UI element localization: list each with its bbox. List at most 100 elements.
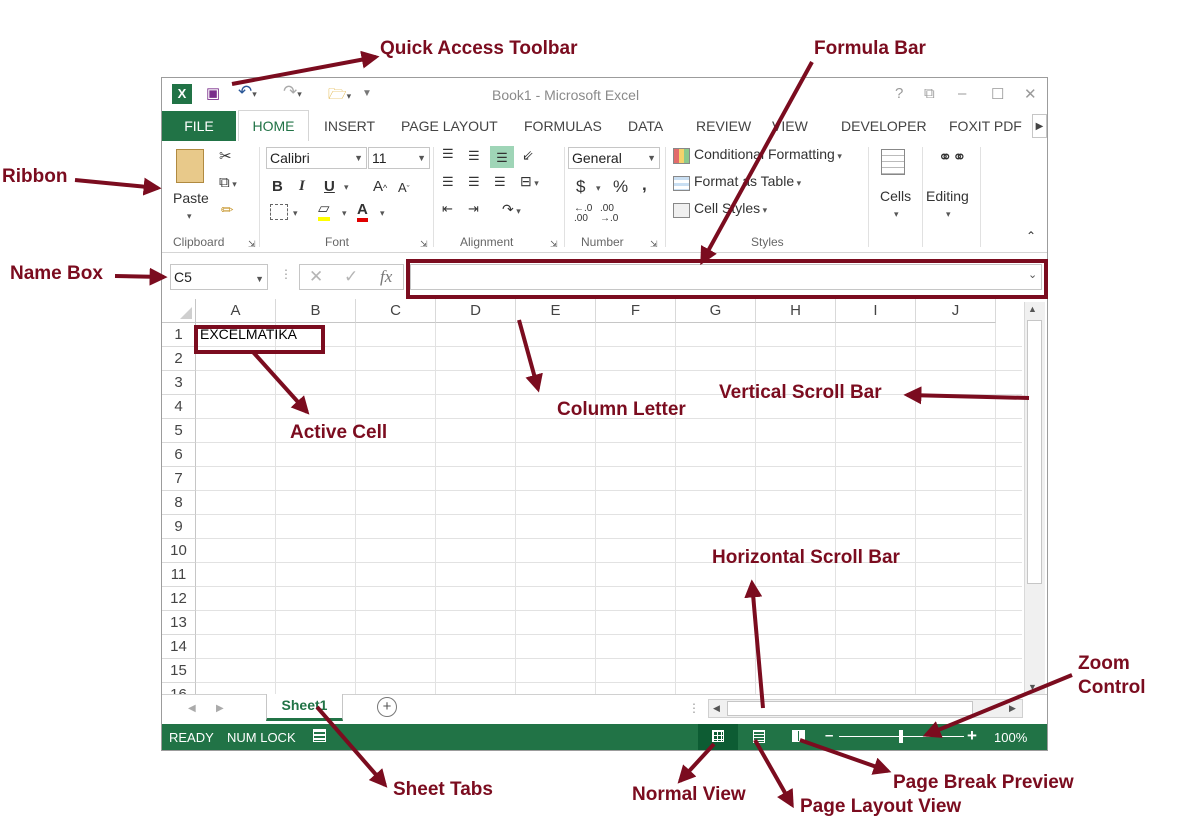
open-folder-icon[interactable]: 🗁▾ [328, 86, 352, 103]
row-header[interactable]: 4 [162, 395, 196, 419]
vertical-scrollbar[interactable]: ▲ ▼ [1024, 302, 1045, 694]
bottom-align-icon[interactable]: ☰ [490, 146, 514, 168]
row-header[interactable]: 8 [162, 491, 196, 515]
cells-icon[interactable] [881, 149, 905, 175]
column-header[interactable]: H [756, 299, 836, 323]
merge-center-icon[interactable]: ⊟ ▾ [520, 173, 539, 189]
tabs-scroll-right-icon[interactable]: ▶ [1032, 114, 1047, 138]
tab-home[interactable]: HOME [238, 110, 309, 141]
row-header[interactable]: 3 [162, 371, 196, 395]
binoculars-icon[interactable]: ⚭⚭ [938, 148, 967, 167]
conditional-formatting-icon[interactable] [673, 148, 690, 164]
row-header[interactable]: 10 [162, 539, 196, 563]
row-header[interactable]: 1 [162, 323, 196, 347]
scroll-up-arrow-icon[interactable]: ▲ [1028, 304, 1037, 314]
column-header[interactable]: D [436, 299, 516, 323]
tab-file[interactable]: FILE [162, 111, 236, 141]
middle-align-icon[interactable]: ☰ [468, 148, 480, 163]
tab-data[interactable]: DATA [628, 118, 664, 134]
ribbon-display-icon[interactable]: ⧉ [924, 85, 935, 102]
save-icon[interactable]: ▣ [206, 85, 221, 102]
scroll-right-arrow-icon[interactable]: ▶ [1009, 703, 1016, 713]
decrease-indent-icon[interactable]: ⇤ [442, 201, 453, 216]
customize-qat-icon[interactable]: ▼ [362, 88, 372, 99]
column-header[interactable]: F [596, 299, 676, 323]
tab-insert[interactable]: INSERT [324, 118, 376, 134]
macro-record-icon[interactable] [313, 729, 326, 742]
insert-function-icon[interactable]: fx [380, 267, 393, 286]
paste-button[interactable]: Paste [173, 190, 209, 206]
align-right-icon[interactable]: ☰ [494, 174, 506, 189]
vertical-scroll-thumb[interactable] [1027, 320, 1042, 584]
enter-icon[interactable]: ✓ [344, 267, 359, 286]
shrink-font-icon[interactable]: Aˇ [398, 180, 410, 195]
underline-button[interactable]: U [324, 178, 335, 195]
row-header[interactable]: 9 [162, 515, 196, 539]
percent-button[interactable]: % [613, 177, 629, 196]
column-header[interactable]: J [916, 299, 996, 323]
add-sheet-icon[interactable]: + [377, 697, 397, 717]
column-header[interactable]: G [676, 299, 756, 323]
maximize-icon[interactable]: ☐ [991, 86, 1005, 103]
increase-decimal-icon[interactable]: ←.0.00 [574, 203, 593, 224]
fill-color-dropdown-icon[interactable]: ▾ [342, 208, 347, 218]
tab-foxit-pdf[interactable]: FOXIT PDF [949, 118, 1022, 134]
paste-dropdown-icon[interactable]: ▾ [187, 211, 192, 221]
horizontal-scroll-thumb[interactable] [727, 701, 973, 716]
scroll-left-arrow-icon[interactable]: ◀ [713, 703, 720, 713]
editing-button[interactable]: Editing [926, 188, 969, 204]
minimize-icon[interactable]: – [958, 85, 967, 102]
font-launcher-icon[interactable]: ⇲ [420, 239, 428, 249]
undo-icon[interactable]: ↶▾ [238, 82, 257, 101]
row-header[interactable]: 13 [162, 611, 196, 635]
scroll-down-arrow-icon[interactable]: ▼ [1028, 682, 1037, 692]
row-header[interactable]: 15 [162, 659, 196, 683]
name-box[interactable]: C5▼ [170, 264, 268, 290]
select-all-corner[interactable] [162, 299, 196, 323]
expand-formula-bar-icon[interactable]: ⌄ [1028, 269, 1038, 281]
row-header[interactable]: 11 [162, 563, 196, 587]
fill-color-icon[interactable]: ▱ [318, 201, 330, 221]
row-header[interactable]: 12 [162, 587, 196, 611]
row-header[interactable]: 7 [162, 467, 196, 491]
comma-button[interactable]: , [642, 175, 647, 194]
paste-icon[interactable] [176, 149, 204, 183]
conditional-formatting-button[interactable]: Conditional Formatting ▾ [694, 146, 842, 162]
help-icon[interactable]: ? [895, 85, 904, 102]
bold-button[interactable]: B [272, 178, 283, 195]
orientation-icon[interactable]: ⇙ [522, 147, 534, 163]
zoom-level[interactable]: 100% [994, 730, 1028, 745]
copy-icon[interactable]: ⧉ ▾ [219, 174, 237, 191]
font-color-dropdown-icon[interactable]: ▾ [380, 208, 385, 218]
normal-view-button[interactable] [698, 724, 738, 750]
decrease-decimal-icon[interactable]: .00→.0 [600, 203, 619, 224]
top-align-icon[interactable]: ☰ [442, 146, 454, 161]
cell-styles-button[interactable]: Cell Styles ▾ [694, 200, 768, 216]
center-icon[interactable]: ☰ [468, 174, 480, 189]
number-format-combo[interactable]: General▼ [568, 147, 660, 169]
zoom-slider-thumb[interactable] [899, 730, 903, 743]
column-header[interactable]: E [516, 299, 596, 323]
column-header[interactable]: I [836, 299, 916, 323]
font-name-combo[interactable]: Calibri▼ [266, 147, 367, 169]
tab-split-grip-icon[interactable]: ⋮ [688, 701, 700, 715]
tab-formulas[interactable]: FORMULAS [524, 118, 602, 134]
font-size-combo[interactable]: 11▼ [368, 147, 430, 169]
format-as-table-icon[interactable] [673, 176, 690, 191]
redo-icon[interactable]: ↷▾ [283, 82, 302, 101]
cell-styles-icon[interactable] [673, 203, 690, 218]
wrap-text-icon[interactable]: ↷ ▾ [502, 201, 521, 217]
row-header[interactable]: 6 [162, 443, 196, 467]
formula-input[interactable] [410, 264, 1042, 290]
collapse-ribbon-icon[interactable]: ⌃ [1026, 229, 1037, 243]
tab-page-layout[interactable]: PAGE LAYOUT [401, 118, 498, 134]
row-header[interactable]: 16 [162, 683, 196, 694]
italic-button[interactable]: I [299, 178, 305, 194]
align-left-icon[interactable]: ☰ [442, 174, 454, 189]
clipboard-launcher-icon[interactable]: ⇲ [248, 239, 256, 249]
sheet-tab-sheet1[interactable]: Sheet1 [266, 694, 343, 721]
column-header[interactable]: C [356, 299, 436, 323]
grow-font-icon[interactable]: A^ [373, 178, 388, 195]
row-header[interactable]: 14 [162, 635, 196, 659]
format-as-table-button[interactable]: Format as Table ▾ [694, 173, 802, 189]
